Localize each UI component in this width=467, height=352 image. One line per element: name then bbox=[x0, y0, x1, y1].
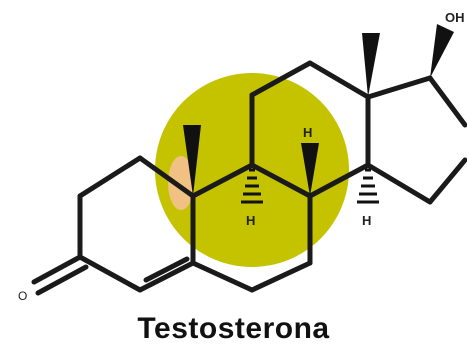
methyl-wedge-c10 bbox=[183, 125, 201, 196]
hash-bond-c9 bbox=[241, 168, 263, 204]
h-label-c14: H bbox=[362, 213, 371, 228]
hydroxyl-label: OH bbox=[445, 10, 465, 25]
ring-d bbox=[365, 75, 467, 205]
carbonyl-oxygen-label: O bbox=[18, 289, 27, 303]
highlight-oval bbox=[168, 156, 194, 210]
ring-c bbox=[249, 60, 371, 199]
h-label-c8: H bbox=[303, 125, 312, 140]
ring-a bbox=[77, 155, 196, 293]
oh-wedge bbox=[430, 24, 454, 78]
carbonyl-group bbox=[31, 254, 89, 296]
molecule-title: Testosterona bbox=[137, 312, 330, 345]
h-label-c9: H bbox=[246, 213, 255, 228]
ring-b bbox=[190, 162, 313, 293]
methyl-wedge-c13 bbox=[362, 33, 380, 97]
h-wedge-c8 bbox=[301, 143, 319, 196]
hash-bond-c14 bbox=[357, 168, 379, 204]
